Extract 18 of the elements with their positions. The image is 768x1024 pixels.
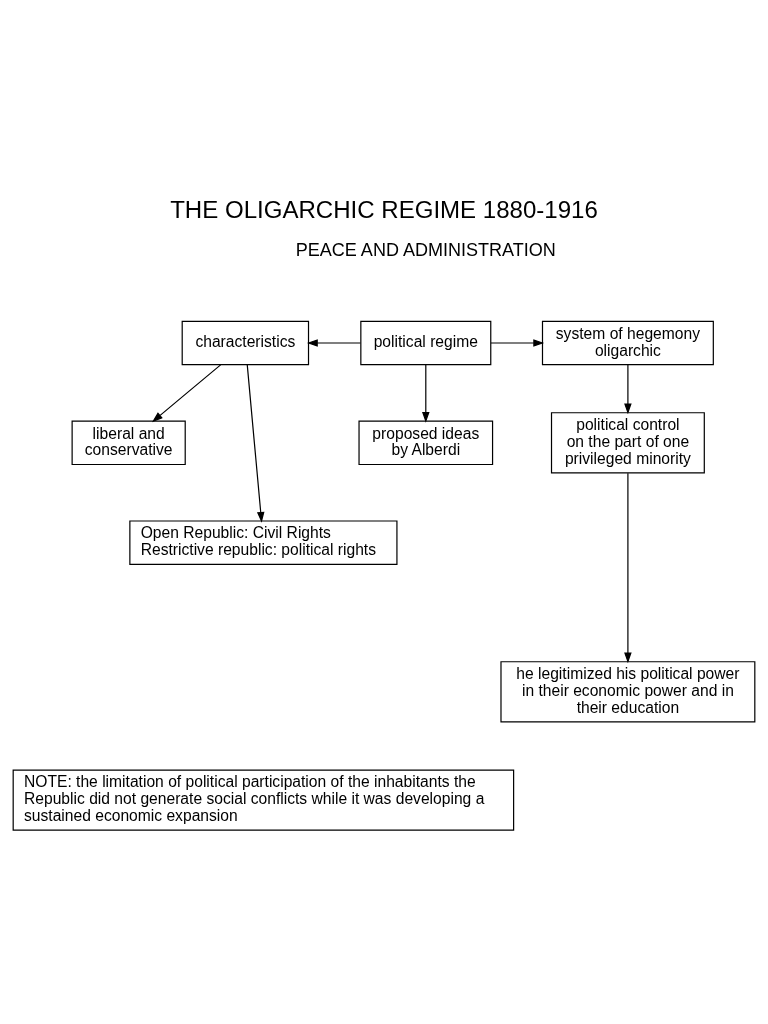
label: PEACE AND ADMINISTRATION: [295, 239, 556, 260]
arrow: [624, 364, 632, 415]
node-box: Open Republic: Civil Rights Restrictive republic: political rights: [129, 520, 398, 565]
arrow: [246, 364, 265, 523]
arrow: [490, 339, 545, 347]
node-box: system of hegemony oligarchic: [541, 320, 714, 366]
arrow: [306, 339, 362, 347]
node-box: political regime: [360, 320, 492, 366]
arrow: [422, 364, 430, 423]
node-box: liberal and conservative: [71, 420, 186, 466]
node-box: proposed ideas by Alberdi: [358, 420, 494, 466]
arrow: [624, 472, 632, 664]
diagram-title: THE OLIGARCHIC REGIME 1880-1916: [170, 195, 598, 223]
node-box: he legitimized his political power in their economic power and in their education: [500, 661, 756, 723]
node-box: political control on the part of one privileged minority: [550, 412, 705, 474]
arrow: [152, 364, 222, 423]
node-box: NOTE: the limitation of political participation of the inhabitants the Republic did not generate social conflicts while it was developing a sustained economic expansion: [12, 769, 515, 831]
node-box: characteristics: [181, 320, 310, 366]
